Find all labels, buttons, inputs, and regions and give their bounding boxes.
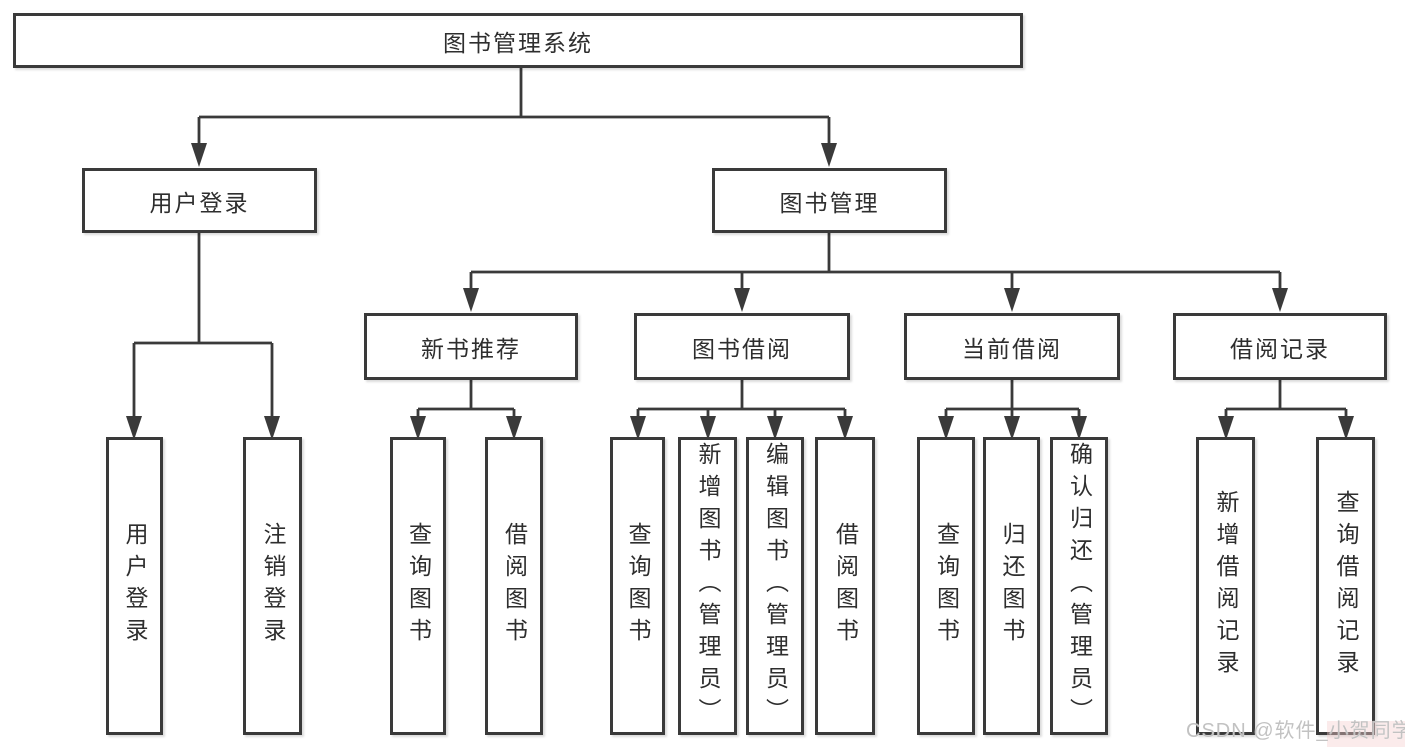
leaf-records-add-record-label: 新增借阅记录 — [1213, 490, 1239, 682]
node-borrowing-records: 借阅记录 — [1173, 313, 1387, 380]
leaf-borrow-borrow-books: 借阅图书 — [815, 437, 875, 735]
node-user-login: 用户登录 — [82, 168, 317, 233]
leaf-recommend-query-books: 查询图书 — [390, 437, 446, 735]
node-new-book-recommend: 新书推荐 — [364, 313, 578, 380]
node-book-management: 图书管理 — [712, 168, 947, 233]
node-library-system: 图书管理系统 — [13, 13, 1023, 68]
leaf-current-confirm-return-admin-label: 确认归还（管理员） — [1066, 442, 1093, 730]
leaf-current-query-books: 查询图书 — [917, 437, 975, 735]
leaf-user-login: 用户登录 — [106, 437, 163, 735]
leaf-logout-label: 注销登录 — [260, 522, 286, 650]
leaf-records-query-record-label: 查询借阅记录 — [1333, 490, 1359, 682]
leaf-recommend-borrow-books: 借阅图书 — [485, 437, 543, 735]
node-user-login-label: 用户登录 — [149, 189, 250, 216]
leaf-recommend-borrow-books-label: 借阅图书 — [501, 522, 528, 650]
node-book-borrowing: 图书借阅 — [634, 313, 850, 380]
node-book-borrowing-label: 图书借阅 — [692, 335, 792, 362]
leaf-borrow-add-books-admin: 新增图书（管理员） — [678, 437, 737, 735]
node-new-book-recommend-label: 新书推荐 — [421, 335, 521, 362]
node-borrowing-records-label: 借阅记录 — [1230, 335, 1330, 362]
leaf-borrow-borrow-books-label: 借阅图书 — [832, 522, 859, 650]
leaf-borrow-edit-books-admin-label: 编辑图书（管理员） — [762, 442, 789, 730]
leaf-current-return-books-label: 归还图书 — [999, 522, 1025, 650]
leaf-records-add-record: 新增借阅记录 — [1196, 437, 1255, 735]
watermark: CSDN @软件_小贺同学 — [1186, 720, 1405, 742]
leaf-logout: 注销登录 — [243, 437, 302, 735]
node-library-system-label: 图书管理系统 — [443, 29, 593, 56]
leaf-user-login-label: 用户登录 — [122, 522, 148, 650]
leaf-borrow-query-books-label: 查询图书 — [625, 522, 651, 650]
leaf-borrow-add-books-admin-label: 新增图书（管理员） — [695, 442, 721, 730]
leaf-recommend-query-books-label: 查询图书 — [405, 522, 432, 650]
node-book-management-label: 图书管理 — [779, 189, 880, 216]
leaf-records-query-record: 查询借阅记录 — [1316, 437, 1375, 735]
leaf-current-confirm-return-admin: 确认归还（管理员） — [1050, 437, 1108, 735]
node-current-borrowing-label: 当前借阅 — [962, 335, 1062, 362]
leaf-current-return-books: 归还图书 — [983, 437, 1040, 735]
arrowheads — [126, 143, 1354, 440]
corner-tint — [1327, 721, 1405, 747]
leaf-borrow-edit-books-admin: 编辑图书（管理员） — [746, 437, 804, 735]
leaf-borrow-query-books: 查询图书 — [610, 437, 665, 735]
leaf-current-query-books-label: 查询图书 — [933, 522, 960, 650]
node-current-borrowing: 当前借阅 — [904, 313, 1120, 380]
